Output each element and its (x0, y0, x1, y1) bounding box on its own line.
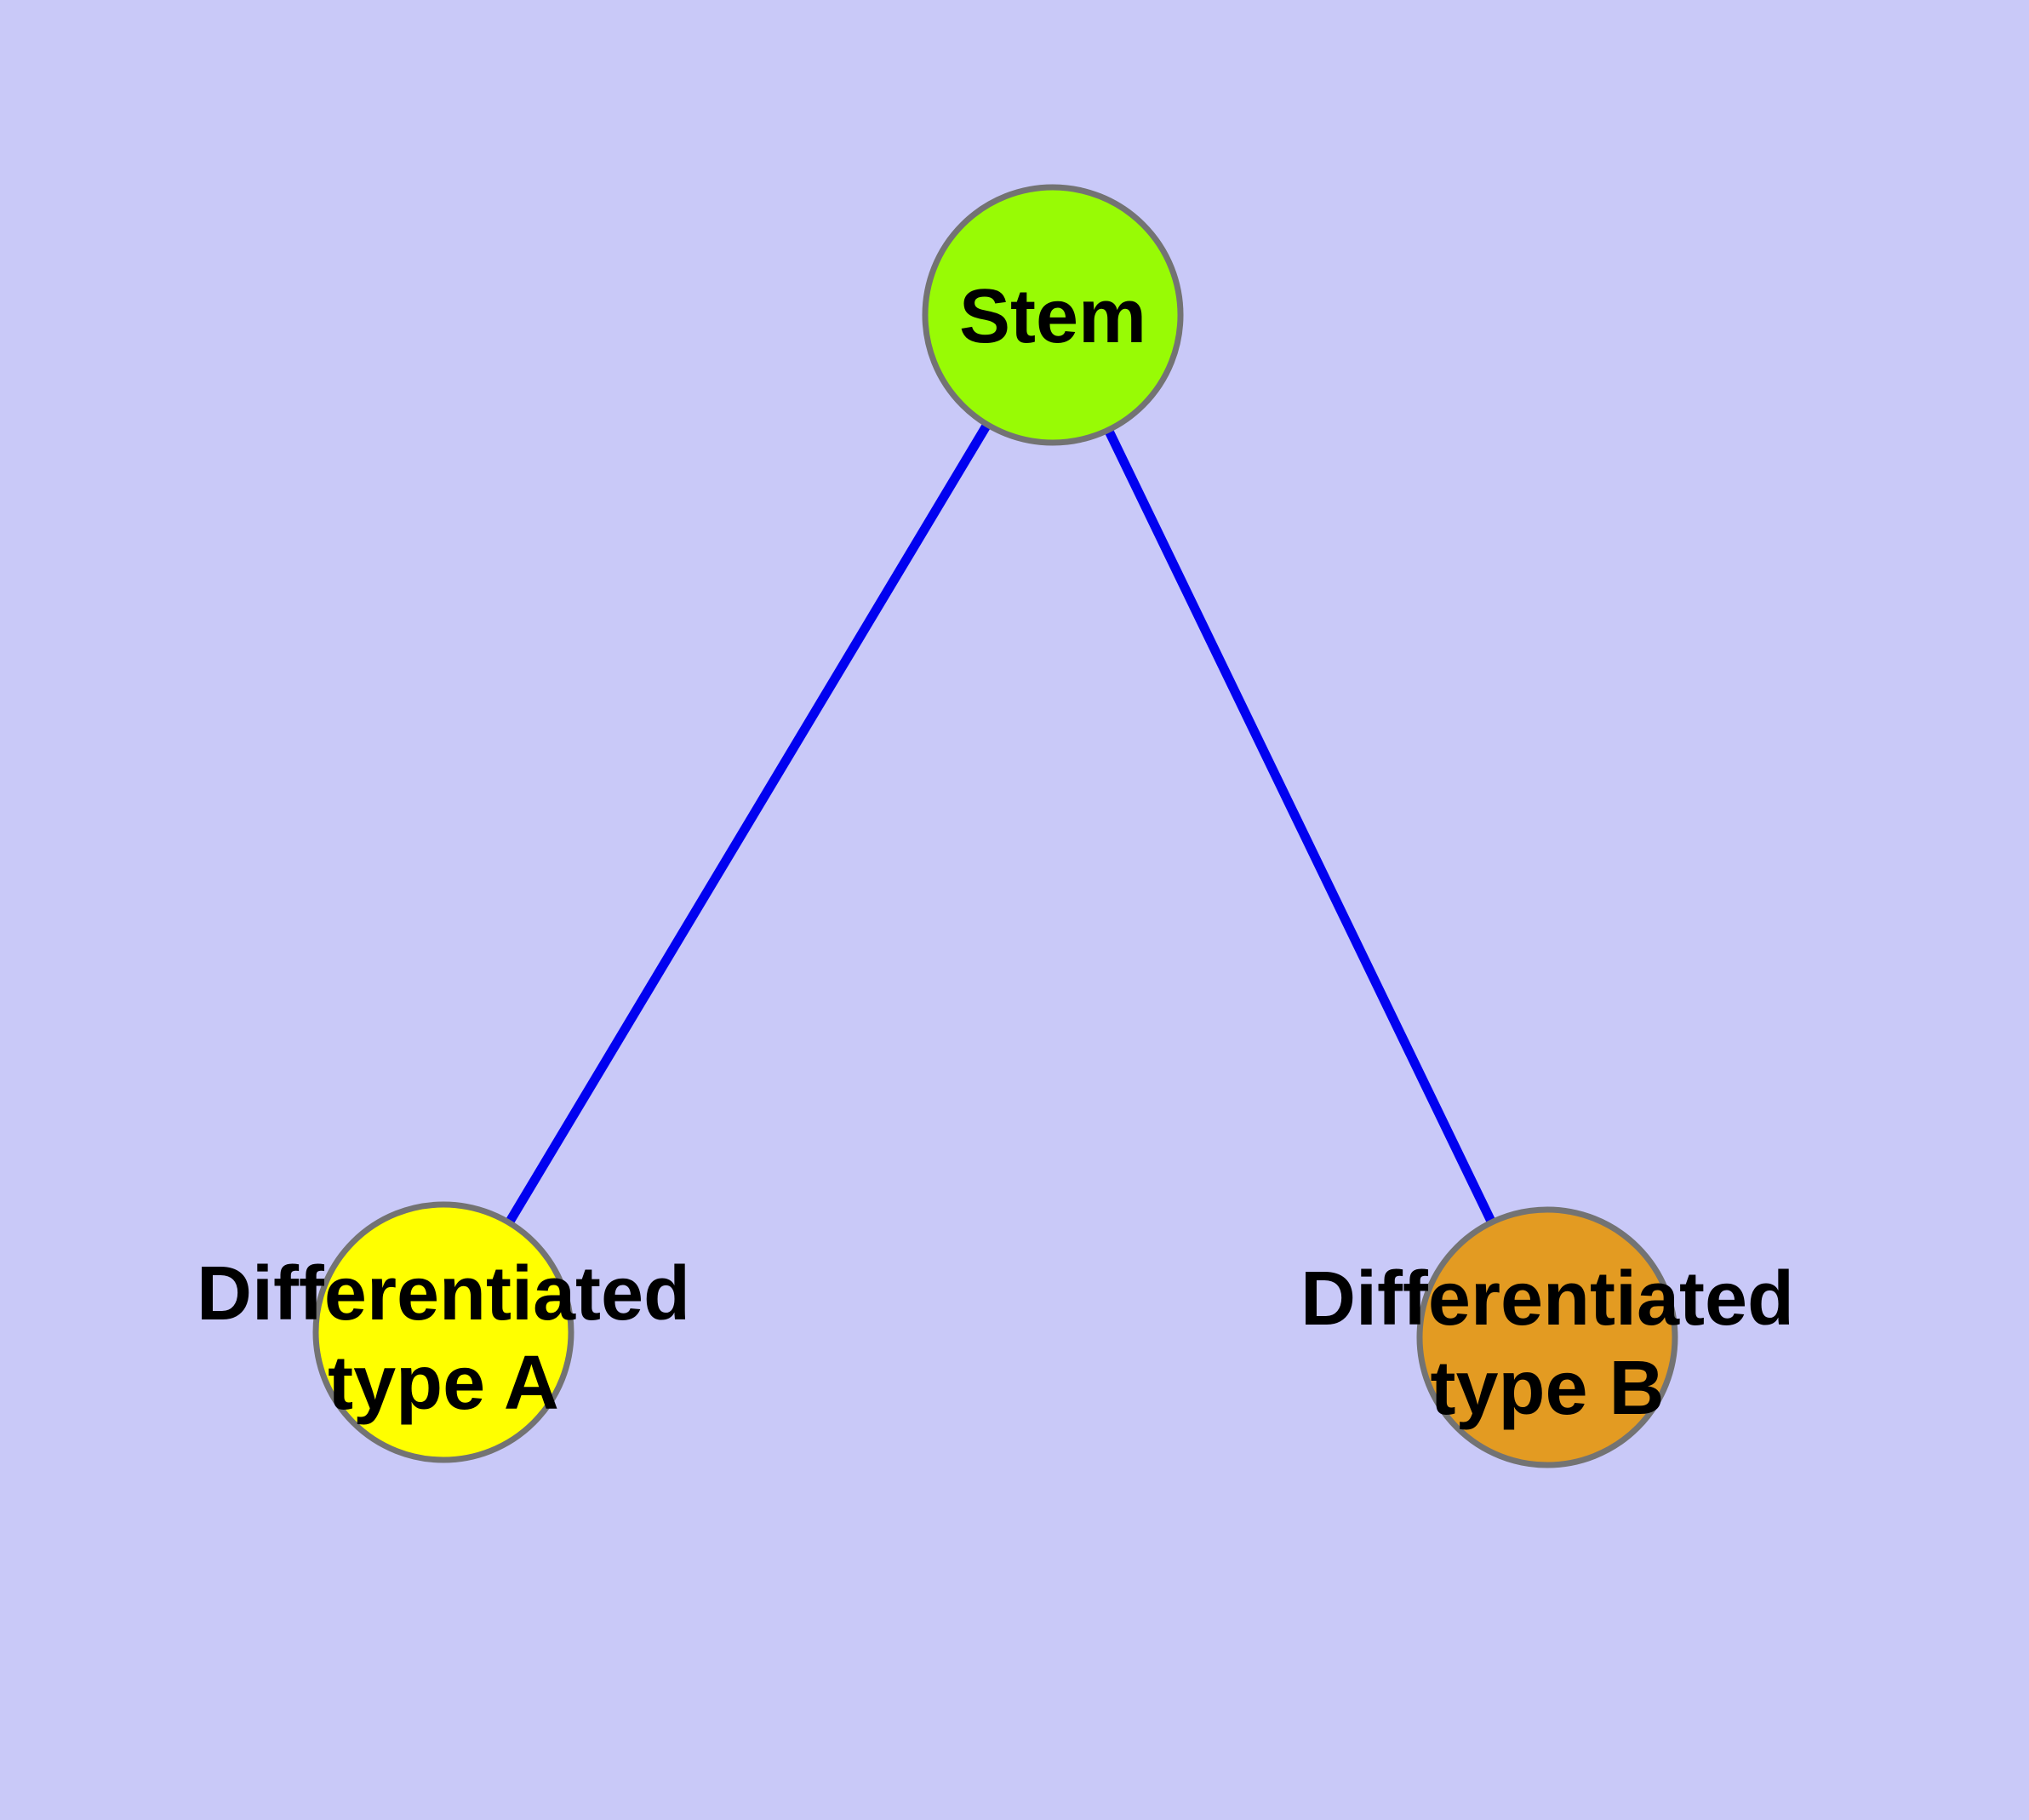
stem-node-label: Stem (959, 274, 1146, 359)
stem-node-circle[interactable] (922, 184, 1184, 446)
type-b-node-label-line1: Differentiated (1300, 1256, 1794, 1342)
node-stem[interactable]: Stem (922, 184, 1184, 446)
type-b-node-label-line2: type B (1430, 1346, 1664, 1431)
type-b-node-circle[interactable] (1416, 1206, 1678, 1468)
type-a-node-label-line1: Differentiated (197, 1251, 690, 1336)
type-a-node-circle[interactable] (312, 1201, 574, 1463)
edge-stem-to-type-b (1049, 312, 1552, 1340)
node-differentiated-type-a[interactable]: Differentiated type A (197, 1201, 690, 1463)
edge-stem-to-type-a (439, 312, 1057, 1335)
type-a-node-label-line2: type A (328, 1341, 559, 1426)
node-differentiated-type-b[interactable]: Differentiated type B (1300, 1206, 1794, 1468)
